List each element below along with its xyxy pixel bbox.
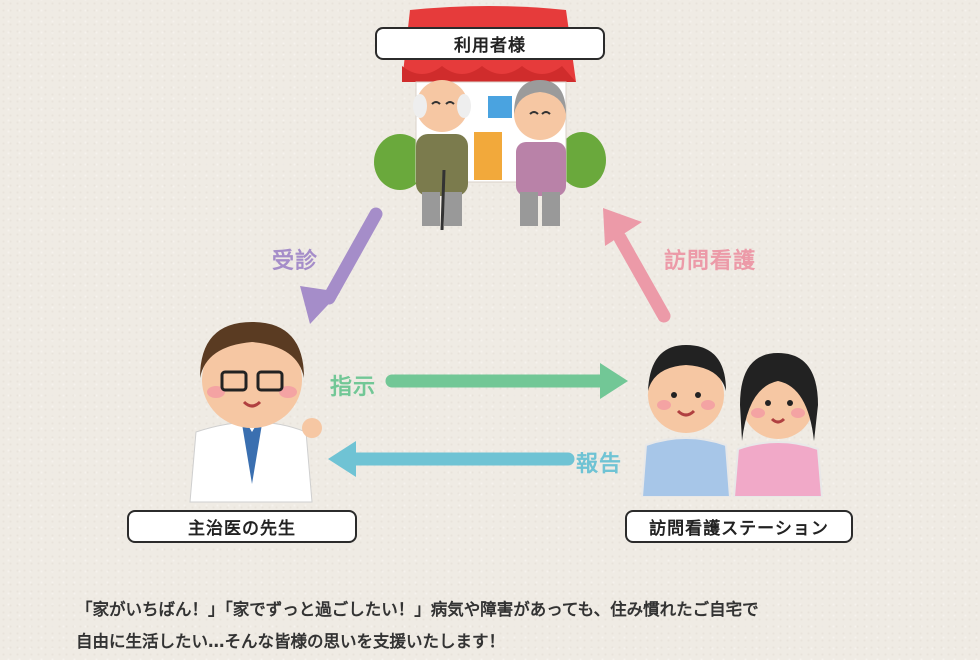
report-label: 報告 <box>576 452 623 477</box>
nursing-label: 訪問看護 <box>664 249 757 274</box>
doctor-illustration <box>189 322 322 503</box>
nurses-illustration <box>640 345 824 497</box>
instruction-arrow <box>385 363 628 399</box>
visit-arrow <box>300 207 383 324</box>
caption-line-1: 「家がいちばん！」「家でずっと過ごしたい！」病気や障害があっても、住み慣れたご自… <box>76 600 759 619</box>
station-label: 訪問看護ステーション <box>625 510 853 543</box>
instruction-label: 指示 <box>330 375 377 400</box>
house-elderly-couple-illustration <box>374 6 606 231</box>
caption-line-2: 自由に生活したい…そんな皆様の思いを支援いたします！ <box>76 632 505 651</box>
doctor-label: 主治医の先生 <box>127 510 357 543</box>
nursing-arrow <box>603 208 671 323</box>
user-label: 利用者様 <box>375 27 605 60</box>
caption: 「家がいちばん！」「家でずっと過ごしたい！」病気や障害があっても、住み慣れたご自… <box>76 594 936 658</box>
report-arrow <box>328 441 575 477</box>
visit-label: 受診 <box>272 249 319 274</box>
